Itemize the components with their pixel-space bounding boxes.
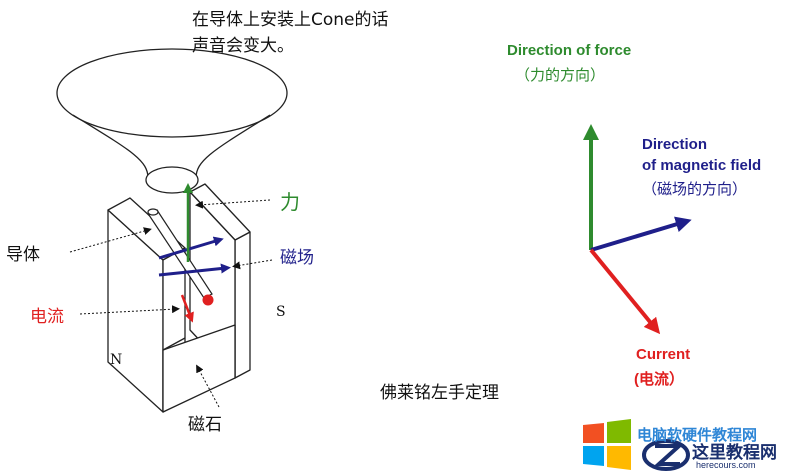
rule-field-axis [590,216,692,252]
label-north-pole: N [110,352,123,368]
rule-force-cn: （力的方向） [515,66,606,84]
windows-logo-icon [583,419,631,470]
label-force: 力 [280,190,300,214]
label-magnetic-field: 磁场 [280,248,314,268]
rule-current-en: Current [636,346,691,363]
rule-force-en: Direction of force [507,42,632,59]
current-dot [202,294,214,306]
field-arrow-lower [158,263,231,277]
rule-field-en-2: of magnetic field [642,157,762,174]
rule-field-en-1: Direction [642,136,708,153]
cone-shape [56,48,288,194]
current-arrow [180,294,194,323]
label-magnet: 磁石 [188,415,222,435]
rule-current-axis [589,248,661,335]
label-conductor: 导体 [6,245,40,265]
leader-lines [69,199,273,408]
conductor-rod [147,208,214,306]
label-current: 电流 [30,307,64,327]
watermark-url: herecours.com [696,460,756,470]
caption-line-1: 在导体上安装上Cone的话 [192,10,389,30]
rule-current-cn: (电流） [634,371,684,388]
magnet-body [107,183,251,413]
rule-field-cn: （磁场的方向） [642,180,748,198]
watermark-top-text: 电脑软硬件教程网 [637,427,758,444]
watermark-z-icon [642,439,690,471]
rule-title: 佛莱铭左手定理 [380,383,499,403]
watermark-brand: 这里教程网 [692,443,777,462]
caption-line-2: 声音会变大。 [192,36,294,56]
label-south-pole: S [276,304,286,320]
